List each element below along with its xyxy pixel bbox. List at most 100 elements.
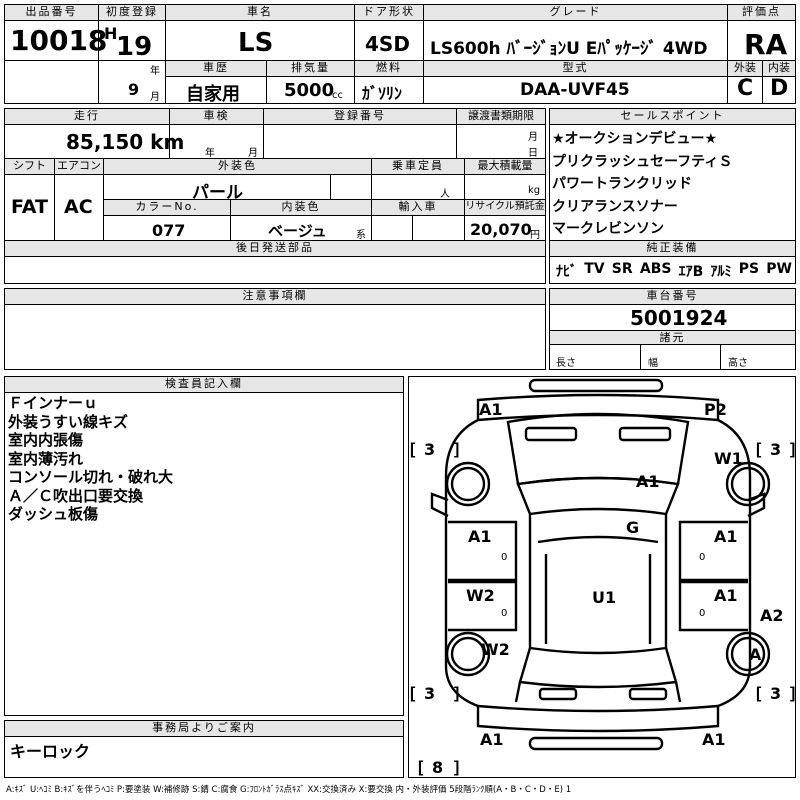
header-block bbox=[4, 4, 796, 104]
chassis-block bbox=[549, 288, 796, 370]
tire-depth-rl: 3 bbox=[424, 684, 436, 703]
inspector-line: ダッシュ板傷 bbox=[8, 505, 99, 523]
sales-point-item: プリクラッシュセーフティＳ bbox=[552, 153, 733, 170]
fuel-label: 燃料 bbox=[355, 61, 423, 77]
svg-text:]: ] bbox=[454, 685, 459, 702]
tire-depth-rr: 3 bbox=[770, 684, 782, 703]
recycle-fee: 20,070 bbox=[470, 220, 532, 239]
mark-front-left: A1 bbox=[479, 400, 503, 419]
transfer-day-unit: 日 bbox=[528, 148, 538, 159]
equipment-item: SR bbox=[611, 261, 633, 277]
insp-month-unit: 月 bbox=[248, 148, 258, 159]
reg-no-label: 登録番号 bbox=[264, 109, 456, 125]
office-text: キーロック bbox=[10, 742, 91, 761]
equipment-item: TV bbox=[584, 261, 605, 277]
door-mark-zero: 0 bbox=[501, 608, 508, 619]
inspector-line: Ｆインナーｕ bbox=[8, 394, 99, 412]
reg-year: 19 bbox=[116, 32, 153, 62]
score-label: 評価点 bbox=[728, 5, 795, 21]
door-mark-zero: 0 bbox=[699, 552, 706, 563]
transfer-deadline-label: 譲渡書類期限 bbox=[457, 109, 545, 125]
sales-point-item: ★オークションデビュー★ bbox=[552, 131, 718, 147]
width-label: 幅 bbox=[648, 358, 658, 369]
spec-label: 諸元 bbox=[550, 331, 795, 345]
recycle-unit: 円 bbox=[530, 230, 540, 241]
first-reg-label: 初度登録 bbox=[99, 5, 165, 21]
inspector-line: 室内内張傷 bbox=[8, 431, 84, 449]
door-mark-zero: 0 bbox=[501, 552, 508, 563]
tire-depth-fr: 3 bbox=[770, 440, 782, 459]
equipment-item: ｱﾙﾐ bbox=[710, 264, 732, 280]
car-name-label: 車名 bbox=[166, 5, 354, 21]
displacement-label: 排気量 bbox=[267, 61, 354, 77]
shift-label: シフト bbox=[5, 159, 54, 175]
color-no: 077 bbox=[152, 221, 186, 240]
spare-tire-depth: 8 bbox=[432, 758, 444, 777]
svg-text:[: [ bbox=[756, 441, 762, 458]
notes-block bbox=[4, 288, 546, 370]
shift: FAT bbox=[11, 196, 48, 218]
ext-grade-label: 外装 bbox=[728, 61, 762, 77]
svg-text:[: [ bbox=[756, 685, 762, 702]
mark-front-right: P2 bbox=[704, 400, 727, 419]
lot-no-label: 出品番号 bbox=[5, 5, 98, 21]
mark-rear-left: A1 bbox=[480, 730, 504, 749]
year-unit: 年 bbox=[150, 66, 160, 77]
grade-label: グレード bbox=[424, 5, 727, 21]
sales-point-item: クリアランスソナー bbox=[552, 198, 678, 215]
history-label: 車歴 bbox=[166, 61, 266, 77]
sales-point-item: マークレビンソン bbox=[552, 221, 664, 237]
svg-text:[: [ bbox=[410, 441, 416, 458]
inspector-line: 室内薄汚れ bbox=[8, 449, 84, 468]
vehicle-info-block bbox=[4, 108, 546, 284]
chassis-label: 車台番号 bbox=[550, 289, 795, 305]
door-label: ドア形状 bbox=[355, 5, 423, 21]
sales-point-item: パワートランクリッド bbox=[552, 176, 692, 192]
inspector-label: 検査員記入欄 bbox=[5, 377, 403, 393]
inspector-line: Ａ／Ｃ吹出口要交換 bbox=[8, 486, 144, 505]
equipment-item: ABS bbox=[639, 261, 672, 277]
displacement-unit: cc bbox=[332, 90, 343, 101]
mark-door-rl: W2 bbox=[466, 586, 495, 605]
mark-door-fr: A1 bbox=[714, 527, 738, 546]
sales-points-label: セールスポイント bbox=[550, 109, 795, 125]
equipment-item: PS bbox=[738, 261, 760, 277]
tire-depth-fl: 3 bbox=[424, 440, 436, 459]
mark-door-fl: A1 bbox=[468, 527, 492, 546]
score: RA bbox=[744, 28, 788, 61]
mileage: 85,150 km bbox=[66, 130, 185, 154]
ac-label: エアコン bbox=[55, 159, 103, 175]
svg-text:]: ] bbox=[454, 759, 459, 776]
chassis-number: 5001924 bbox=[630, 306, 728, 330]
import-label: 輸入車 bbox=[372, 200, 464, 216]
inspector-line: コンソール切れ・破れ大 bbox=[8, 468, 174, 486]
length-label: 長さ bbox=[556, 358, 576, 369]
fuel: ｶﾞｿﾘﾝ bbox=[362, 84, 403, 103]
insp-year-unit: 年 bbox=[205, 148, 215, 159]
capacity-unit: 人 bbox=[440, 189, 450, 200]
inspector-notes: Ｆインナーｕ 外装うすい線キズ 室内内張傷 室内薄汚れ コンソール切れ・破れ大 … bbox=[8, 394, 398, 524]
svg-text:]: ] bbox=[790, 685, 795, 702]
office-label: 事務局よりご案内 bbox=[5, 721, 403, 737]
equipment-item: ｴｱB bbox=[678, 264, 704, 280]
reg-month: 9 bbox=[128, 80, 140, 99]
equipment-list: ﾅﾋﾞ TV SR ABS ｴｱB ｱﾙﾐ PS PW bbox=[556, 261, 792, 281]
equipment-item: PW bbox=[766, 261, 792, 277]
mark-door-rr: A1 bbox=[714, 586, 738, 605]
car-outline-drawing: [] [] [] [] [] bbox=[410, 378, 795, 776]
svg-text:[: [ bbox=[410, 685, 416, 702]
equipment-item: ﾅﾋﾞ bbox=[556, 264, 577, 280]
sales-points-list: ★オークションデビュー★ プリクラッシュセーフティＳ パワートランクリッド クリ… bbox=[552, 128, 792, 241]
inspector-block bbox=[4, 376, 404, 716]
int-color: ベージュ bbox=[268, 222, 327, 240]
int-color-suffix: 系 bbox=[356, 230, 366, 241]
history: 自家用 bbox=[186, 84, 240, 105]
transfer-month-unit: 月 bbox=[528, 132, 538, 143]
legend: A:ｷｽﾞ U:ﾍｺﾐ B:ｷｽﾞを伴うﾍｺﾐ P:要塗装 W:補修跡 S:錆 … bbox=[6, 785, 572, 795]
mark-quarter-r: A2 bbox=[760, 606, 784, 625]
mark-roof: G bbox=[626, 518, 640, 537]
model-label: 型式 bbox=[424, 61, 727, 77]
color-no-label: カラーNo. bbox=[104, 200, 230, 216]
grade: LS600h ﾊﾞｰｼﾞｮﾝU Eﾊﾟｯｹｰｼﾞ 4WD bbox=[430, 39, 708, 59]
later-parts-label: 後日発送部品 bbox=[5, 241, 545, 257]
